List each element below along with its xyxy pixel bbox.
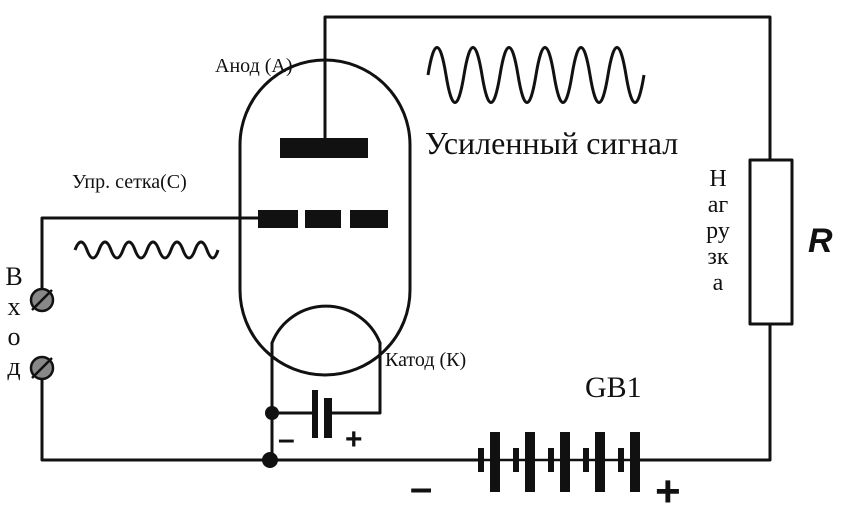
grid-dash — [350, 210, 388, 228]
junction-dot — [262, 452, 278, 468]
amplified-signal-label: Усиленный сигнал — [425, 125, 679, 161]
cathode-right-wire — [328, 341, 382, 415]
input-signal-wave — [73, 240, 220, 260]
cathode-label: Катод (К) — [385, 349, 467, 371]
anode-plate — [280, 138, 368, 158]
tube-envelope — [238, 58, 412, 377]
amplified-signal-wave — [426, 46, 646, 104]
grid-wire — [40, 216, 267, 292]
anode-wire — [323, 15, 772, 162]
battery-minus-sign: – — [410, 466, 433, 510]
cathode-arc — [270, 304, 382, 345]
battery-to-ground-wire — [40, 376, 480, 462]
input-label: Вход — [5, 262, 23, 381]
load-to-battery-wire — [638, 322, 772, 462]
battery-gb1 — [478, 432, 640, 492]
load-resistor — [748, 158, 794, 326]
battery-label: GB1 — [585, 371, 642, 404]
bias-battery-short-plate — [324, 398, 332, 438]
bias-plus-sign: + — [345, 423, 363, 456]
input-terminal-top — [29, 287, 55, 313]
anode-label: Анод (А) — [215, 55, 293, 77]
input-terminal-bottom — [29, 355, 55, 381]
load-label: Нагрузка — [706, 166, 730, 296]
junction-dot — [265, 406, 279, 420]
grid-dash — [305, 210, 341, 228]
bias-minus-sign: – — [278, 423, 295, 456]
grid-dash — [258, 210, 298, 228]
grid-label: Упр. сетка(С) — [72, 171, 187, 193]
battery-plus-sign: + — [655, 467, 681, 516]
bias-battery-long-plate — [312, 390, 318, 438]
resistor-label: R — [808, 222, 833, 260]
